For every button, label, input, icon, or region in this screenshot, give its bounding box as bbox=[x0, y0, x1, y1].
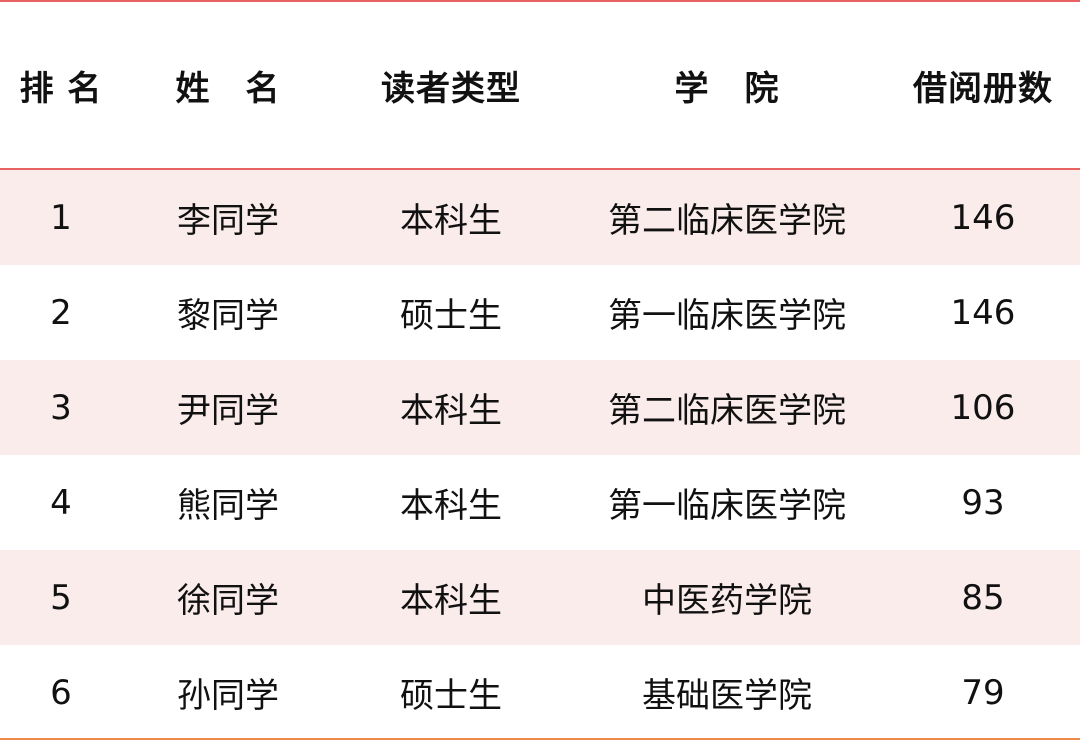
header-college: 学 院 bbox=[674, 68, 780, 109]
bottom-border bbox=[0, 738, 1080, 740]
cell-name: 黎同学 bbox=[177, 296, 279, 336]
cell-college: 第二临床医学院 bbox=[608, 201, 846, 241]
cell-name: 徐同学 bbox=[177, 581, 279, 621]
table-row: 2 黎同学 硕士生 第一临床医学院 146 bbox=[0, 265, 1080, 360]
cell-college: 第一临床医学院 bbox=[608, 296, 846, 336]
header-divider bbox=[0, 168, 1080, 170]
cell-borrow-count: 106 bbox=[950, 387, 1016, 428]
table-row: 4 熊同学 本科生 第一临床医学院 93 bbox=[0, 455, 1080, 550]
table-row: 5 徐同学 本科生 中医药学院 85 bbox=[0, 550, 1080, 645]
cell-college: 第一临床医学院 bbox=[608, 486, 846, 526]
cell-borrow-count: 79 bbox=[961, 672, 1005, 713]
cell-rank: 5 bbox=[50, 577, 72, 618]
header-reader-type: 读者类型 bbox=[381, 68, 521, 109]
cell-reader-type: 硕士生 bbox=[400, 676, 502, 716]
cell-rank: 4 bbox=[50, 482, 72, 523]
cell-reader-type: 硕士生 bbox=[400, 296, 502, 336]
cell-name: 李同学 bbox=[177, 201, 279, 241]
cell-borrow-count: 93 bbox=[961, 482, 1005, 523]
header-name: 姓 名 bbox=[175, 68, 281, 109]
cell-name: 尹同学 bbox=[177, 391, 279, 431]
table-header: 排 名 姓 名 读者类型 学 院 借阅册数 bbox=[0, 2, 1080, 168]
cell-rank: 1 bbox=[50, 197, 72, 238]
cell-borrow-count: 146 bbox=[950, 197, 1016, 238]
cell-borrow-count: 146 bbox=[950, 292, 1016, 333]
table-row: 3 尹同学 本科生 第二临床医学院 106 bbox=[0, 360, 1080, 455]
cell-college: 第二临床医学院 bbox=[608, 391, 846, 431]
header-borrow-count: 借阅册数 bbox=[913, 68, 1053, 109]
cell-college: 中医药学院 bbox=[642, 581, 812, 621]
table-row: 1 李同学 本科生 第二临床医学院 146 bbox=[0, 170, 1080, 265]
cell-college: 基础医学院 bbox=[642, 676, 812, 716]
cell-rank: 3 bbox=[50, 387, 72, 428]
cell-borrow-count: 85 bbox=[961, 577, 1005, 618]
cell-reader-type: 本科生 bbox=[400, 391, 502, 431]
cell-name: 熊同学 bbox=[177, 486, 279, 526]
cell-rank: 2 bbox=[50, 292, 72, 333]
cell-reader-type: 本科生 bbox=[400, 486, 502, 526]
top-border bbox=[0, 0, 1080, 2]
cell-reader-type: 本科生 bbox=[400, 201, 502, 241]
table-row: 6 孙同学 硕士生 基础医学院 79 bbox=[0, 645, 1080, 740]
cell-name: 孙同学 bbox=[177, 676, 279, 716]
header-rank: 排 名 bbox=[19, 68, 103, 109]
cell-reader-type: 本科生 bbox=[400, 581, 502, 621]
cell-rank: 6 bbox=[50, 672, 72, 713]
